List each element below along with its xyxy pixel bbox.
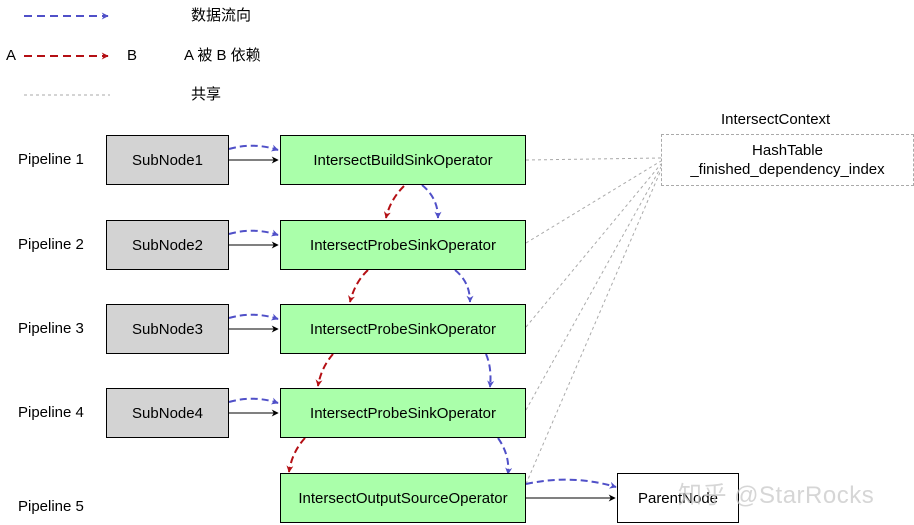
subnode-link-1-flow xyxy=(228,144,279,152)
pipeline-1-label: Pipeline 1 xyxy=(18,151,84,168)
subnode-4: SubNode4 xyxy=(106,388,229,438)
operator-intersect-probe-sink-2: IntersectProbeSinkOperator xyxy=(280,304,526,354)
shared-link-4 xyxy=(525,166,662,411)
data-flow-3-4 xyxy=(485,353,495,388)
output-to-parent-flow xyxy=(525,478,617,489)
context-finished-dependency-index: _finished_dependency_index xyxy=(690,161,885,178)
pipeline-2-label: Pipeline 2 xyxy=(18,236,84,253)
parent-node: ParentNode xyxy=(617,473,739,523)
subnode-1: SubNode1 xyxy=(106,135,229,185)
legend-dependency-label: A 被 B 依赖 xyxy=(184,47,261,64)
legend-a-label: A xyxy=(6,47,17,64)
subnode-link-2-flow xyxy=(228,229,279,237)
operator-intersect-build-sink: IntersectBuildSinkOperator xyxy=(280,135,526,185)
operator-intersect-output-source: IntersectOutputSourceOperator xyxy=(280,473,526,523)
shared-link-1 xyxy=(525,157,662,161)
shared-link-3 xyxy=(525,163,662,328)
operator-intersect-probe-sink-3: IntersectProbeSinkOperator xyxy=(280,388,526,438)
data-flow-1-2 xyxy=(421,184,442,219)
context-title: IntersectContext xyxy=(721,111,831,128)
operator-dependency xyxy=(286,185,405,473)
context-box: HashTable _finished_dependency_index xyxy=(661,134,914,186)
dependency-4-3 xyxy=(315,353,334,387)
legend-b-label: B xyxy=(127,47,138,64)
data-flow-4-5 xyxy=(497,437,513,475)
operator-data-flow xyxy=(421,184,513,475)
pipeline-5-label: Pipeline 5 xyxy=(18,498,84,515)
subnode-links xyxy=(228,144,279,417)
dependency-2-1 xyxy=(383,185,405,219)
legend-data-flow-label: 数据流向 xyxy=(191,7,252,24)
subnode-link-3-flow xyxy=(228,313,279,321)
data-flow-2-3 xyxy=(454,269,474,303)
watermark: 知乎 @StarRocks xyxy=(678,482,875,509)
legend-shared-label: 共享 xyxy=(191,86,222,103)
pipeline-4-label: Pipeline 4 xyxy=(18,404,84,421)
operator-intersect-probe-sink-1: IntersectProbeSinkOperator xyxy=(280,220,526,270)
subnode-link-4-flow xyxy=(228,397,279,405)
dependency-3-2 xyxy=(348,269,369,303)
subnode-2: SubNode2 xyxy=(106,220,229,270)
context-hashtable: HashTable xyxy=(752,142,823,159)
pipeline-3-label: Pipeline 3 xyxy=(18,320,84,337)
shared-links xyxy=(525,157,662,485)
dependency-5-4 xyxy=(286,437,306,473)
shared-link-2 xyxy=(525,160,662,244)
subnode-3: SubNode3 xyxy=(106,304,229,354)
shared-link-5 xyxy=(525,169,662,485)
